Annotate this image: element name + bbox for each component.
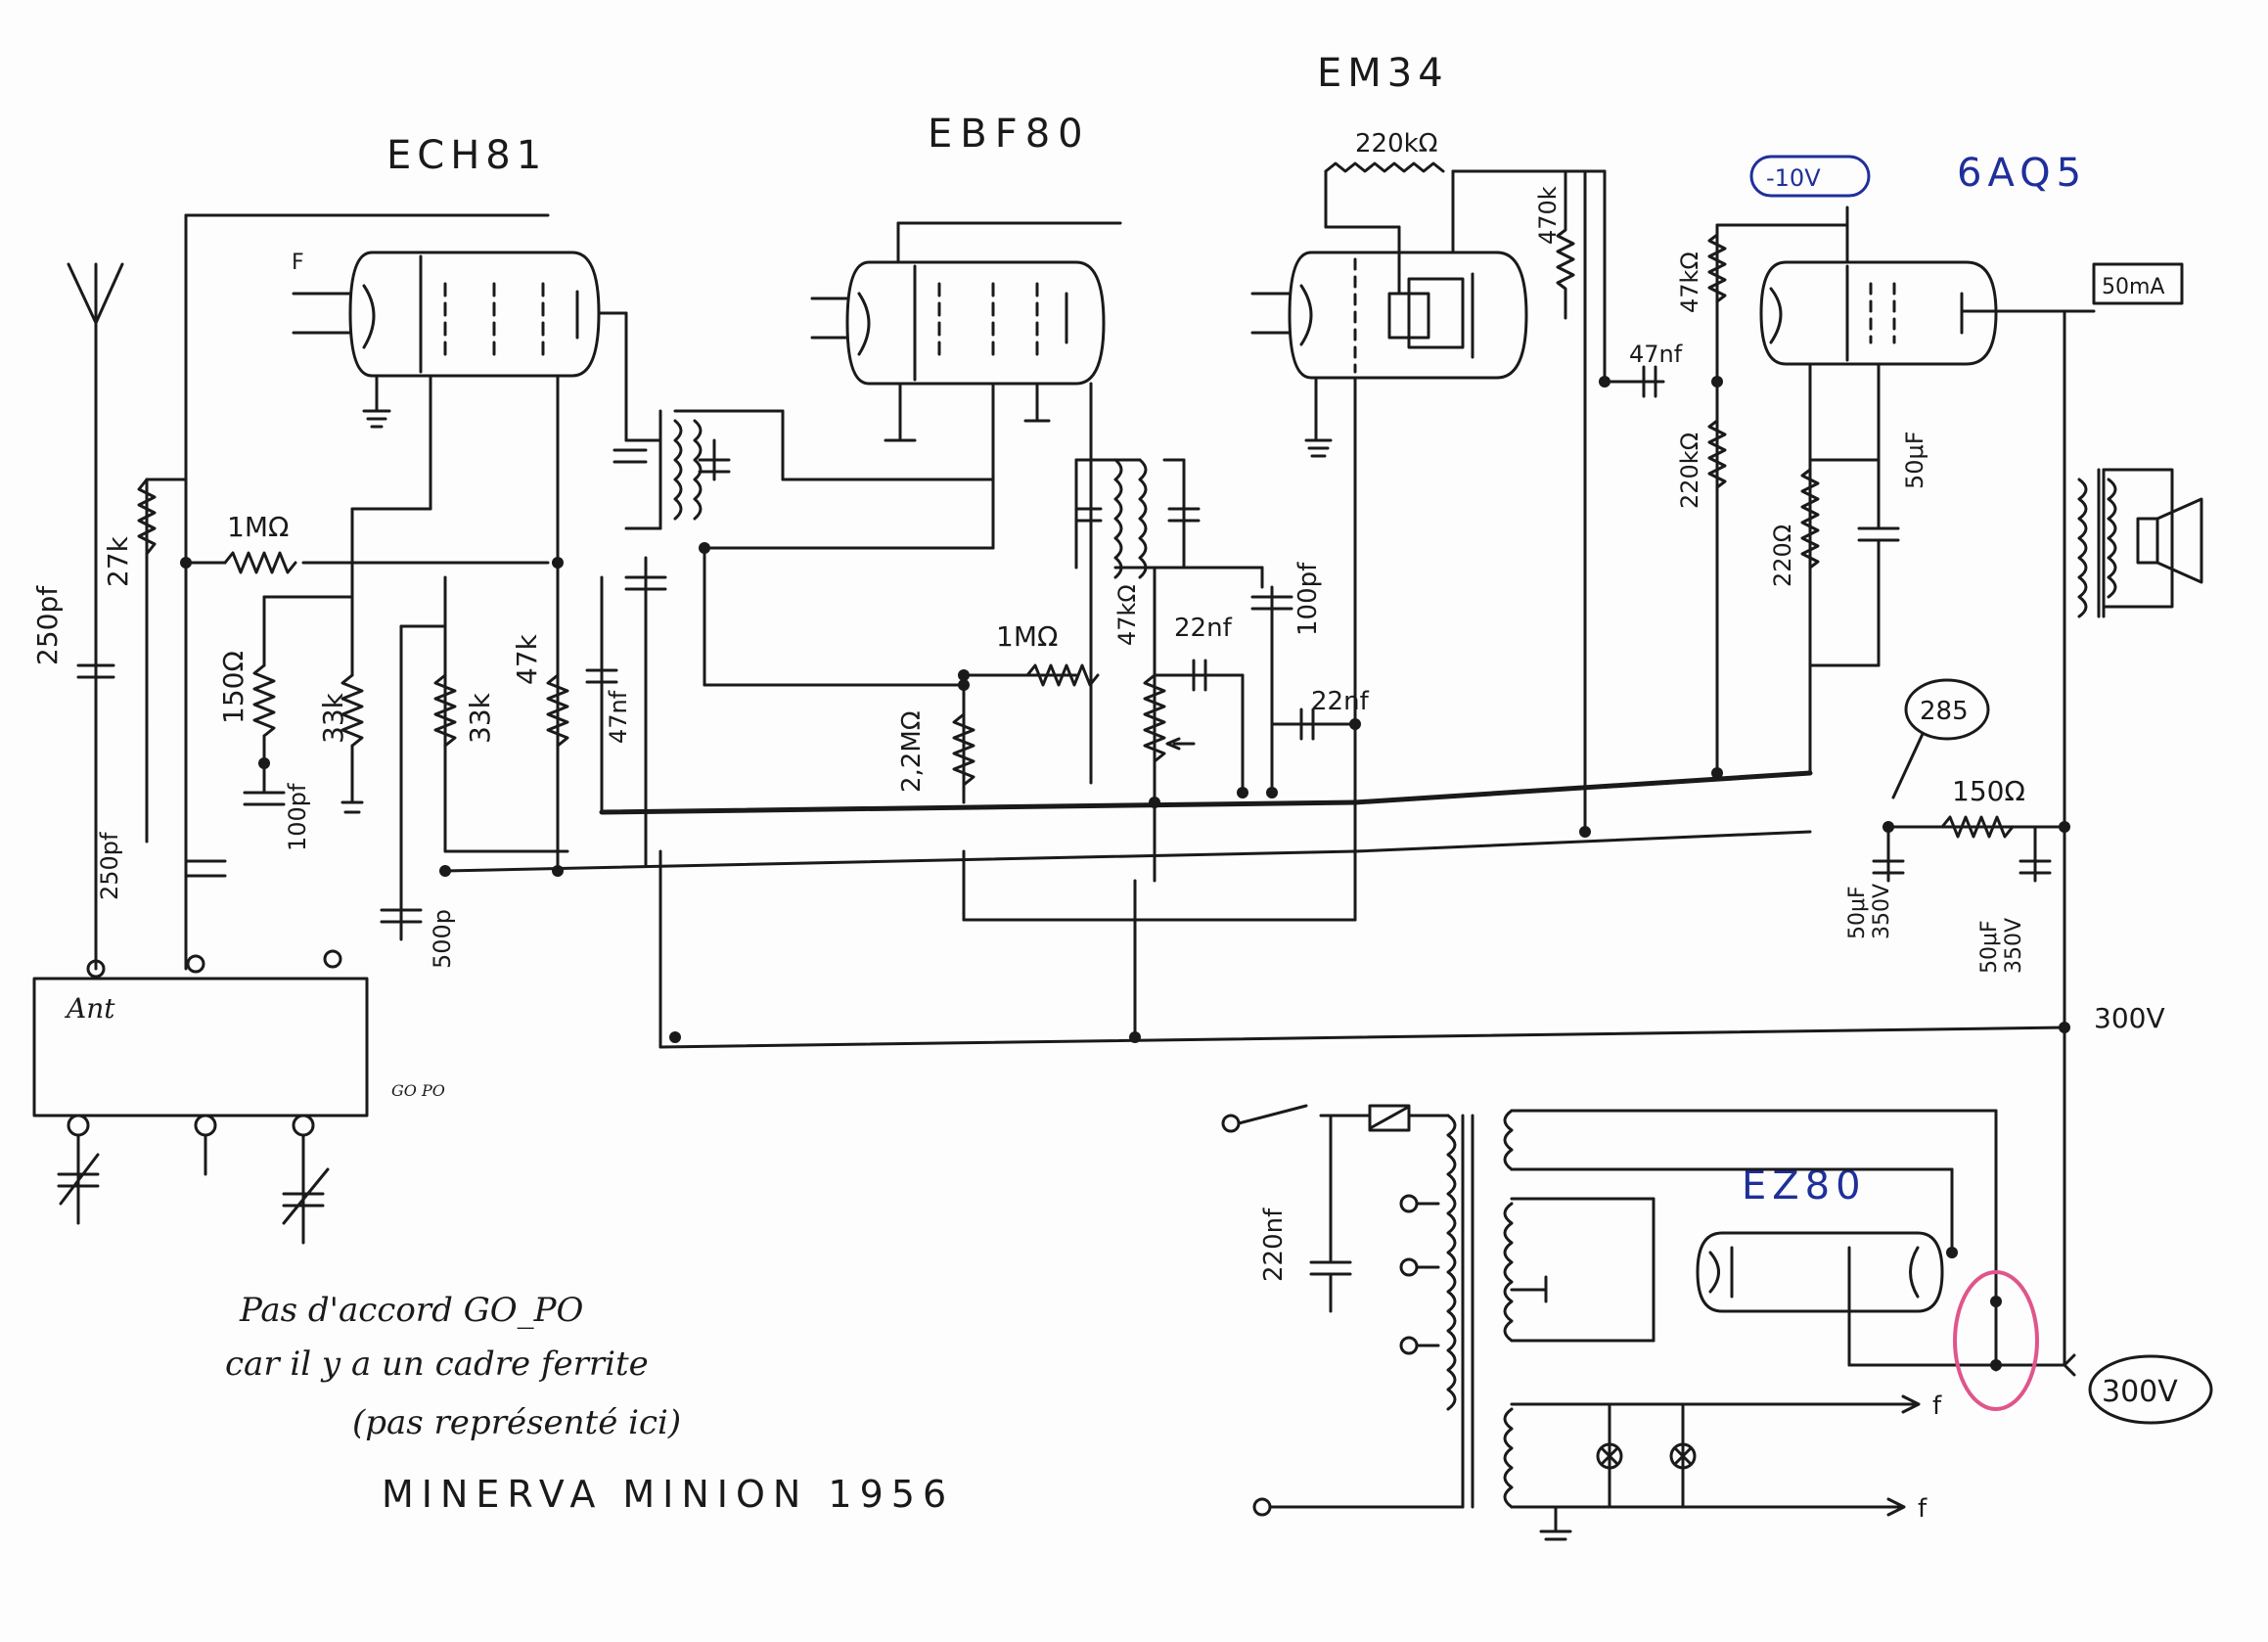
current-badge-50ma xyxy=(2092,262,2184,305)
label-go-po: GO PO xyxy=(391,1081,445,1100)
note-line-2: car il y a un cadre ferrite xyxy=(225,1345,649,1384)
label-r-22m: 2,2MΩ xyxy=(897,710,927,793)
label-300v-a: 300V xyxy=(2094,1002,2165,1034)
label-r-220: 220Ω xyxy=(1769,525,1796,587)
label-285: 285 xyxy=(1920,697,1969,726)
tube-6aq5: -10V 50mA xyxy=(1749,155,2184,462)
label-c-50uf-b: 50μF xyxy=(1977,920,2002,974)
label-c-250pf-top: 250pf xyxy=(31,585,64,665)
label-ant: Ant xyxy=(64,992,115,1025)
note-line-3: (pas représenté ici) xyxy=(352,1403,681,1442)
note-line-1: Pas d'accord GO_PO xyxy=(239,1291,584,1330)
tube-label-ech81: ECH81 xyxy=(386,133,547,178)
antenna: 250pf xyxy=(31,262,124,971)
label-r-47k-pot: 47kΩ xyxy=(1113,584,1141,646)
label-c-50uf: 50μF xyxy=(1901,431,1928,489)
label-f-b: f xyxy=(1918,1494,1928,1524)
highlight-ellipse xyxy=(1953,1270,2039,1411)
label-c-22nf-b: 22nf xyxy=(1311,687,1370,716)
label-r-33k-b: 33k xyxy=(464,692,496,744)
middle-wiring: 100pf 1MΩ 2,2MΩ 47kΩ 22nf 22nf xyxy=(597,311,1370,902)
label-c-50uf-b-v: 350V xyxy=(2002,918,2026,974)
label-r-1m-b: 1MΩ xyxy=(996,620,1058,653)
label-r-220k-em34: 220kΩ xyxy=(1355,129,1438,159)
label-c-100pf-a: 100pf xyxy=(284,783,311,851)
label-c-500p: 500p xyxy=(429,909,456,969)
tube-ech81: F xyxy=(292,251,601,429)
label-f-a: f xyxy=(1932,1391,1942,1421)
label-r-47k-b: 47kΩ xyxy=(1676,251,1703,313)
notes: Pas d'accord GO_PO car il y a un cadre f… xyxy=(225,1291,954,1516)
filter-section: 150Ω 50μF 350V 50μF 350V 285 xyxy=(1845,678,2070,974)
label-r-27k: 27k xyxy=(102,535,134,587)
rf-coil-box: Ant GO PO xyxy=(32,949,445,1245)
label-c-220nf: 220nf xyxy=(1259,1208,1289,1282)
voltage-badge-neg10 xyxy=(1749,155,1871,198)
tube-label-ez80: EZ80 xyxy=(1742,1163,1867,1209)
tube-label-6aq5: 6AQ5 xyxy=(1957,151,2087,196)
tube-em34: 220kΩ 470k xyxy=(1250,129,1607,458)
label-c-50uf-a: 50μF xyxy=(1845,886,1870,939)
label-r-220k-b: 220kΩ xyxy=(1676,433,1703,509)
label-r-150-ps: 150Ω xyxy=(1952,775,2025,807)
label-r-150: 150Ω xyxy=(217,651,249,724)
label-r-1m-a: 1MΩ xyxy=(227,511,289,543)
label-50ma: 50mA xyxy=(2102,275,2164,299)
tube-label-em34: EM34 xyxy=(1317,51,1449,96)
right-wiring: 47nf 47kΩ 220kΩ 220Ω 50μF xyxy=(1599,169,2203,1029)
voltage-badge-300v xyxy=(2088,1354,2213,1425)
ht-bus: 300V xyxy=(443,169,2165,1049)
label-r-47k: 47k xyxy=(511,633,543,685)
label-c-50uf-a-v: 350V xyxy=(1870,884,1894,939)
tube-ebf80 xyxy=(810,221,1122,442)
left-wiring: 27k 1MΩ 150Ω 100pf 33k 250pf xyxy=(96,213,632,971)
note-title: MINERVA MINION 1956 xyxy=(382,1473,954,1516)
label-neg10v: -10V xyxy=(1766,164,1821,192)
power-supply: 220nf f f xyxy=(1221,1104,1998,1541)
label-c-47nf-b: 47nf xyxy=(1629,341,1683,368)
label-r-33k-a: 33k xyxy=(317,692,349,744)
label-c-47nf-a: 47nf xyxy=(605,690,632,744)
label-300v-b: 300V xyxy=(2102,1375,2178,1409)
label-c-22nf-a: 22nf xyxy=(1174,614,1233,643)
voltage-badge-285 xyxy=(1904,678,1990,741)
rectifier-ez80: 300V xyxy=(1696,1026,2213,1425)
label-c-100pf-b: 100pf xyxy=(1293,562,1323,636)
label-f-top: F xyxy=(292,251,304,275)
label-c-250pf-b: 250pf xyxy=(96,832,123,900)
tube-label-ebf80: EBF80 xyxy=(928,112,1091,157)
